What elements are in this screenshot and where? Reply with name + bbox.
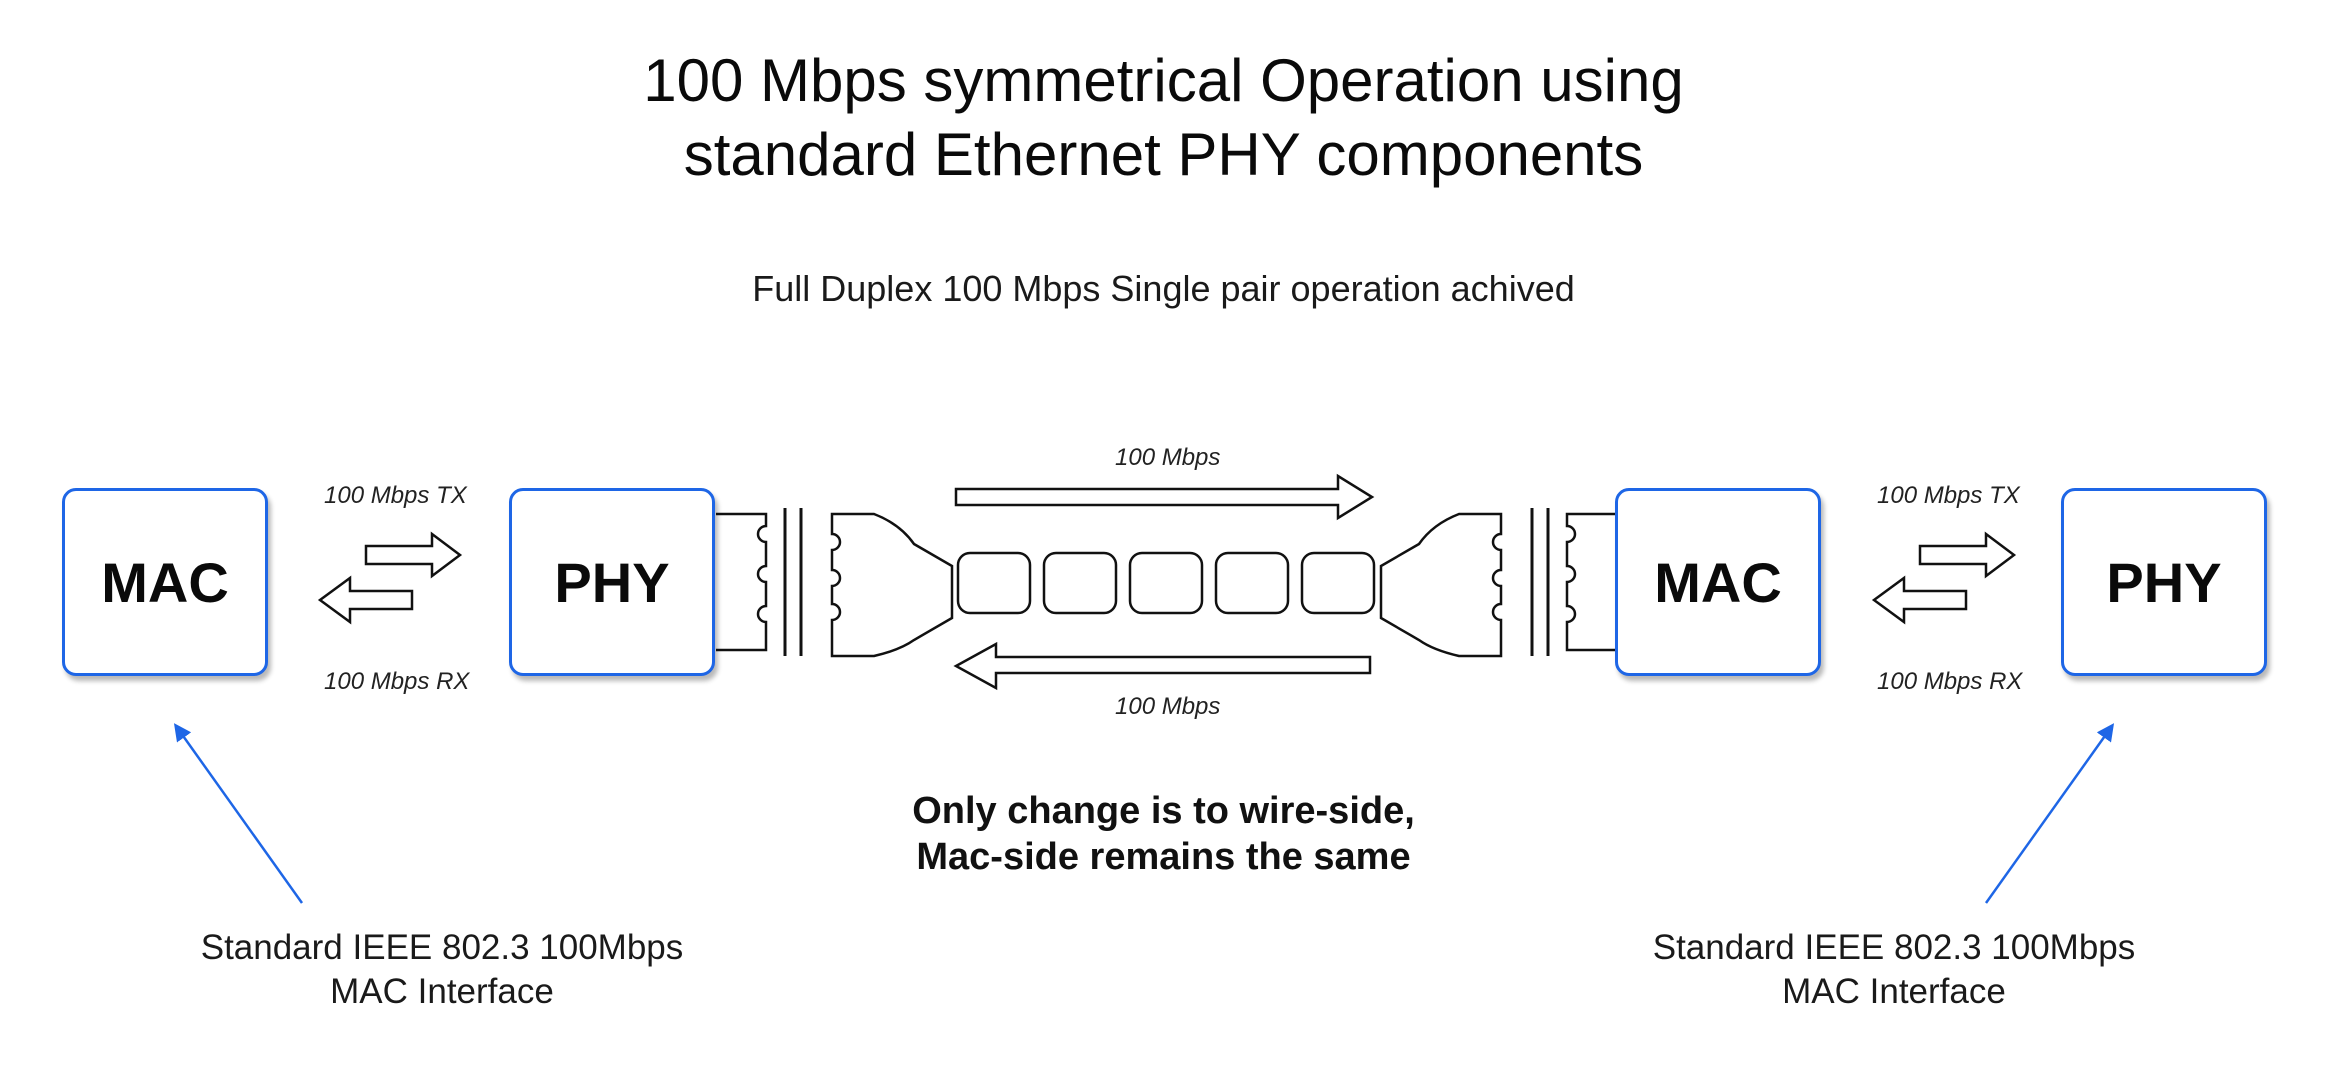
right-tx-label: 100 Mbps TX xyxy=(1877,482,2020,509)
cable-segment xyxy=(956,551,1032,615)
left-phy-label: PHY xyxy=(554,550,670,614)
right-rx-label: 100 Mbps RX xyxy=(1877,668,2023,695)
cable-segment xyxy=(1300,551,1376,615)
wire-bottom-label: 100 Mbps xyxy=(1115,693,1221,720)
right-rx-arrow xyxy=(1871,575,1968,625)
note-line-1: Only change is to wire-side, xyxy=(912,790,1415,832)
right-phy-label: PHY xyxy=(2106,550,2222,614)
left-phy-block: PHY xyxy=(509,488,715,676)
right-phy-block: PHY xyxy=(2061,488,2267,676)
right-interface-pointer xyxy=(1984,723,2115,904)
left-mac-block: MAC xyxy=(62,488,268,676)
cable-segments xyxy=(956,551,1376,615)
diagram-title: 100 Mbps symmetrical Operation using sta… xyxy=(0,44,2327,192)
wire-bottom-arrow xyxy=(953,641,1372,691)
wire-top-label: 100 Mbps xyxy=(1115,444,1221,471)
left-tx-arrow xyxy=(364,531,463,579)
left-rx-arrow xyxy=(317,575,414,625)
right-interface-caption: Standard IEEE 802.3 100Mbps MAC Interfac… xyxy=(1584,926,2204,1014)
title-line-1: 100 Mbps symmetrical Operation using xyxy=(643,47,1684,114)
wire-top-arrow xyxy=(954,473,1375,521)
wire-side-note: Only change is to wire-side, Mac-side re… xyxy=(0,788,2327,880)
cable-segment xyxy=(1042,551,1118,615)
right-tx-arrow xyxy=(1918,531,2017,579)
left-interface-caption: Standard IEEE 802.3 100Mbps MAC Interfac… xyxy=(132,926,752,1014)
left-tx-label: 100 Mbps TX xyxy=(324,482,467,509)
subtitle: Full Duplex 100 Mbps Single pair operati… xyxy=(752,268,1575,309)
cable-segment xyxy=(1214,551,1290,615)
right-mac-label: MAC xyxy=(1654,550,1782,614)
left-interface-line-2: MAC Interface xyxy=(330,972,554,1011)
left-interface-pointer xyxy=(173,723,304,904)
note-line-2: Mac-side remains the same xyxy=(916,836,1411,878)
left-interface-line-1: Standard IEEE 802.3 100Mbps xyxy=(200,928,684,967)
right-mac-block: MAC xyxy=(1615,488,1821,676)
left-mac-label: MAC xyxy=(101,550,229,614)
cable-segment xyxy=(1128,551,1204,615)
right-interface-line-2: MAC Interface xyxy=(1782,972,2006,1011)
left-cable-connector xyxy=(716,508,954,658)
left-rx-label: 100 Mbps RX xyxy=(324,668,470,695)
right-cable-connector xyxy=(1379,508,1617,658)
title-line-2: standard Ethernet PHY components xyxy=(683,121,1644,188)
right-interface-line-1: Standard IEEE 802.3 100Mbps xyxy=(1652,928,2136,967)
